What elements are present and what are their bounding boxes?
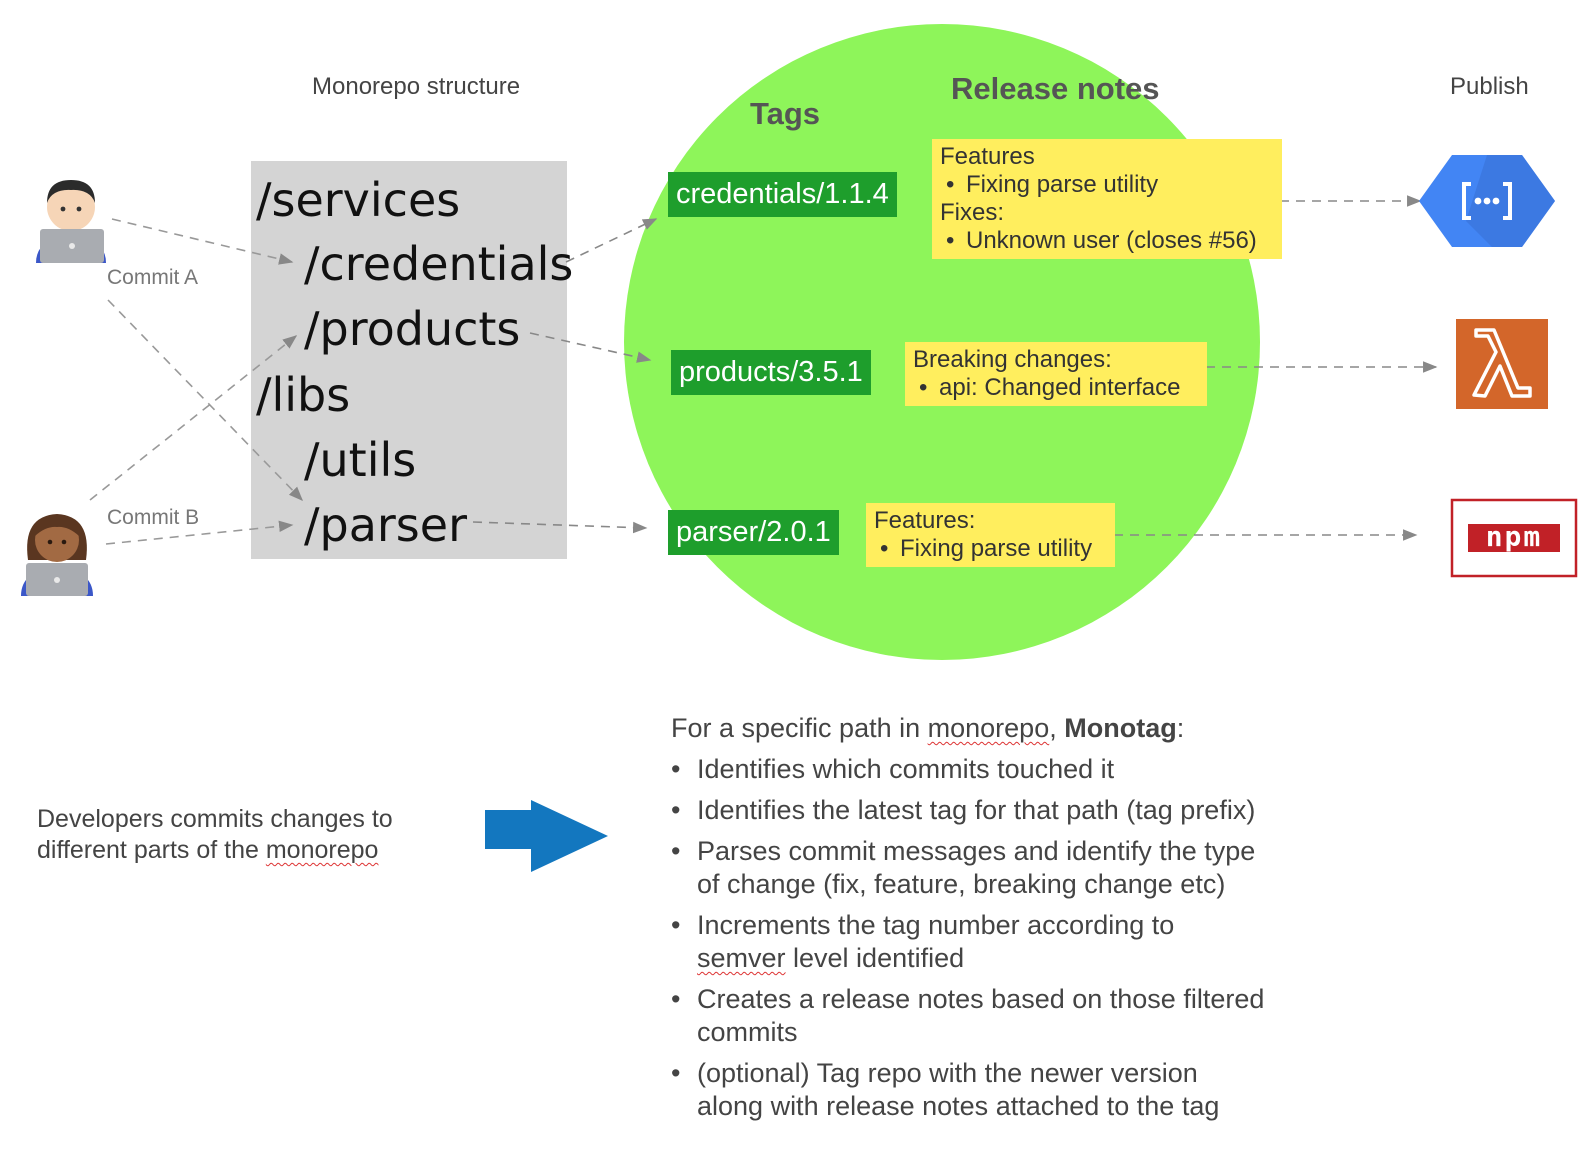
summary-intro-word: monorepo xyxy=(927,713,1050,743)
tree-products: /products xyxy=(304,302,521,356)
summary-item-line: Identifies which commits touched it xyxy=(697,754,1115,784)
caption-line-2-prefix: different parts of the xyxy=(37,836,266,864)
products-breaking-item: api: Changed interface xyxy=(913,374,1199,402)
products-breaking-label: Breaking changes: xyxy=(913,346,1112,373)
caption-monorepo-word: monorepo xyxy=(265,836,379,864)
summary-list: Identifies which commits touched it Iden… xyxy=(671,753,1351,1123)
tree-parser: /parser xyxy=(304,498,467,552)
publish-header: Publish xyxy=(1450,73,1529,100)
summary-item-line: Increments the tag number according to xyxy=(697,910,1175,940)
parser-features-label: Features: xyxy=(874,507,976,534)
parser-feature-item: Fixing parse utility xyxy=(874,535,1107,563)
summary-intro: For a specific path in monorepo, Monotag… xyxy=(671,712,1351,745)
summary-item-line: commits xyxy=(697,1017,798,1047)
structure-header: Monorepo structure xyxy=(312,73,521,100)
credentials-fixes-label: Fixes: xyxy=(940,199,1005,226)
tag-credentials: credentials/1.1.4 xyxy=(668,172,897,218)
credentials-features-label: Features xyxy=(940,143,1035,170)
parser-to-tag-arrow xyxy=(472,521,648,534)
developer-a-icon xyxy=(36,180,106,263)
credentials-to-tag-arrow xyxy=(565,218,658,263)
products-release-note: Breaking changes: api: Changed interface xyxy=(905,342,1207,406)
summary-item-line: Creates a release notes based on those f… xyxy=(697,984,1265,1014)
summary-item: Identifies which commits touched it xyxy=(671,753,1351,786)
summary-item: Increments the tag number according tose… xyxy=(671,909,1351,975)
summary-item-line: of change (fix, feature, breaking change… xyxy=(697,869,1226,899)
tree-utils: /utils xyxy=(304,433,417,487)
commit-b-to-products-arrow xyxy=(89,335,298,501)
commit-a-to-parser-arrow xyxy=(107,299,304,502)
release-notes-header: Release notes xyxy=(951,71,1160,106)
summary-intro-bold: Monotag xyxy=(1064,713,1177,743)
commit-b-label: Commit B xyxy=(107,506,200,529)
summary-intro-sep: , xyxy=(1049,713,1065,743)
tag-parser: parser/2.0.1 xyxy=(668,510,839,556)
summary-item-line: (optional) Tag repo with the newer versi… xyxy=(697,1058,1198,1088)
summary-item-line: Identifies the latest tag for that path … xyxy=(697,795,1256,825)
credentials-feature-item: Fixing parse utility xyxy=(940,171,1274,199)
tree-credentials: /credentials xyxy=(304,237,574,291)
summary-item: Identifies the latest tag for that path … xyxy=(671,794,1351,827)
summary-item: (optional) Tag repo with the newer versi… xyxy=(671,1057,1351,1123)
process-arrow-icon xyxy=(485,800,608,872)
developers-caption: Developers commits changes to different … xyxy=(37,804,393,866)
tree-services: /services xyxy=(256,173,461,227)
caption-line-2: different parts of the monorepo xyxy=(37,835,393,866)
cloud-functions-icon xyxy=(1419,155,1555,247)
tags-header: Tags xyxy=(750,96,821,131)
tree-libs: /libs xyxy=(256,368,351,422)
tag-products: products/3.5.1 xyxy=(671,350,871,396)
summary-intro-suffix: : xyxy=(1176,713,1185,743)
summary-item-line: semver level identified xyxy=(697,942,1351,975)
summary-item-line: Parses commit messages and identify the … xyxy=(697,836,1256,866)
credentials-release-note: Features Fixing parse utility Fixes: Unk… xyxy=(932,139,1282,259)
parser-release-note: Features: Fixing parse utility xyxy=(866,503,1115,567)
summary-item: Parses commit messages and identify the … xyxy=(671,835,1351,901)
npm-logo-text: npm xyxy=(1485,520,1543,553)
summary-item: Creates a release notes based on those f… xyxy=(671,983,1351,1049)
npm-icon xyxy=(1450,498,1578,578)
developer-b-icon xyxy=(21,514,93,596)
credentials-fix-item: Unknown user (closes #56) xyxy=(940,227,1274,255)
monorepo-tree-box xyxy=(251,161,567,559)
semver-text: semver level identified xyxy=(697,943,965,973)
products-to-tag-arrow xyxy=(529,332,652,363)
monotag-summary: For a specific path in monorepo, Monotag… xyxy=(671,712,1351,1123)
caption-line-1: Developers commits changes to xyxy=(37,805,393,833)
aws-lambda-icon xyxy=(1456,319,1548,409)
summary-item-line: along with release notes attached to the… xyxy=(697,1091,1220,1121)
summary-intro-prefix: For a specific path in xyxy=(671,713,928,743)
commit-a-label: Commit A xyxy=(107,266,199,289)
